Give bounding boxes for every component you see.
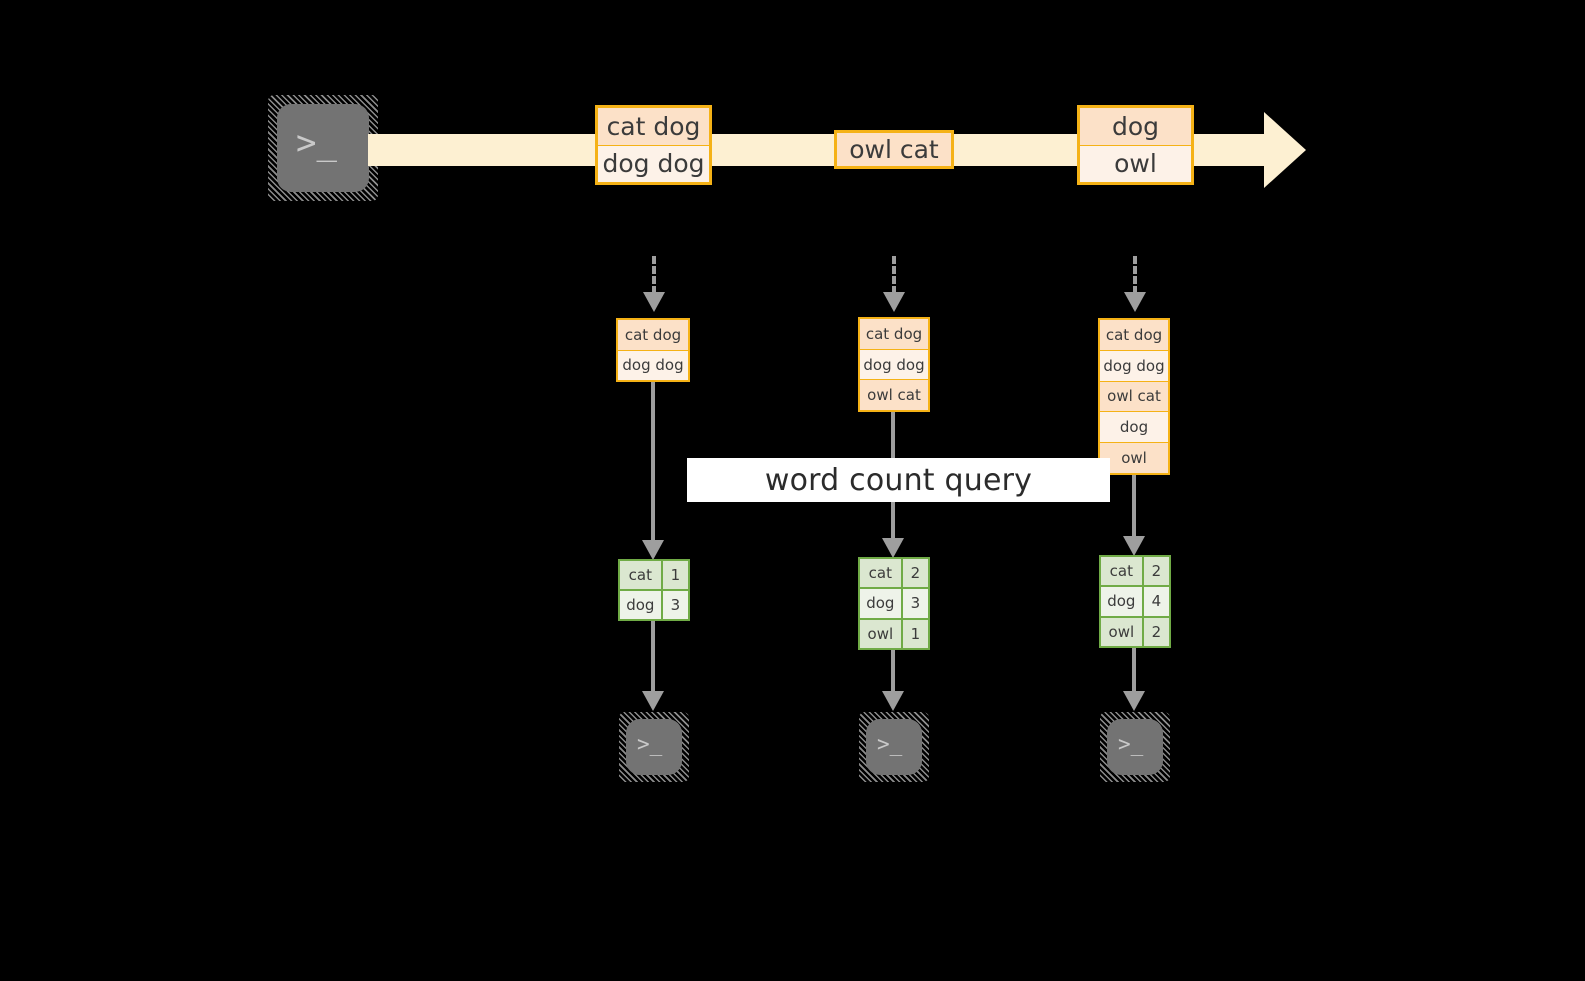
terminal-screen: >_ [1107,719,1163,775]
feed-connector-arrowhead-3 [1124,292,1146,312]
result-row: dog 3 [860,587,928,618]
stream-record-line: cat dog [598,108,709,145]
input-table-row: dog dog [618,349,688,380]
result-word: dog [620,591,661,619]
stream-record-line: dog [1080,108,1191,145]
query-connector-arrowhead-3 [1123,536,1145,556]
result-word: cat [1101,557,1142,586]
result-row: cat 2 [1101,557,1169,586]
result-count: 2 [1141,617,1169,646]
terminal-prompt-glyph: >_ [1118,732,1144,756]
result-word: cat [860,559,901,588]
sink-terminal-icon-3[interactable]: >_ [1100,712,1170,782]
stream-record-2[interactable]: owl cat [834,130,954,169]
sink-terminal-icon-2[interactable]: >_ [859,712,929,782]
input-table-row: dog dog [860,348,928,380]
result-word: dog [1101,587,1142,616]
query-banner-label: word count query [764,462,1033,498]
input-table-row: cat dog [860,319,928,349]
result-row: dog 3 [620,589,688,619]
result-word: dog [860,589,901,618]
result-table-3[interactable]: cat 2 dog 4 owl 2 [1099,555,1171,648]
result-count: 4 [1141,587,1169,616]
result-count: 3 [900,589,928,618]
sink-connector-arrowhead-3 [1123,691,1145,711]
input-table-row: owl cat [860,379,928,411]
input-table-2[interactable]: cat dog dog dog owl cat [858,317,930,412]
input-table-row: cat dog [1100,320,1168,350]
feed-connector-2 [892,256,896,294]
result-row: owl 1 [860,617,928,648]
feed-connector-3 [1133,256,1137,294]
sink-terminal-icon-1[interactable]: >_ [619,712,689,782]
sink-connector-2 [891,650,895,693]
input-table-3[interactable]: cat dog dog dog owl cat dog owl [1098,318,1170,475]
input-table-row: dog dog [1100,349,1168,381]
result-count: 2 [900,559,928,588]
stream-record-line: dog dog [598,144,709,182]
stream-record-line: owl cat [837,133,951,166]
input-table-row: owl [1100,442,1168,473]
sink-connector-1 [651,621,655,693]
sink-connector-3 [1132,648,1136,693]
terminal-prompt-glyph: >_ [877,732,903,756]
feed-connector-arrowhead-2 [883,292,905,312]
terminal-screen: >_ [866,719,922,775]
query-connector-3 [1132,475,1136,538]
query-connector-arrowhead-1 [642,540,664,560]
result-count: 1 [660,561,688,589]
terminal-screen: >_ [626,719,682,775]
feed-connector-arrowhead-1 [643,292,665,312]
terminal-screen: >_ [277,104,369,192]
stream-record-1[interactable]: cat dog dog dog [595,105,712,185]
result-row: dog 4 [1101,585,1169,616]
result-row: cat 1 [620,561,688,589]
result-row: owl 2 [1101,615,1169,646]
feed-connector-1 [652,256,656,294]
query-banner: word count query [687,458,1110,502]
result-table-2[interactable]: cat 2 dog 3 owl 1 [858,557,930,650]
result-word: owl [1101,617,1142,646]
query-connector-1 [651,382,655,542]
input-table-1[interactable]: cat dog dog dog [616,318,690,382]
sink-connector-arrowhead-1 [642,691,664,711]
result-count: 2 [1141,557,1169,586]
result-word: owl [860,619,901,648]
sink-connector-arrowhead-2 [882,691,904,711]
result-word: cat [620,561,661,589]
result-table-1[interactable]: cat 1 dog 3 [618,559,690,621]
stream-record-3[interactable]: dog owl [1077,105,1194,185]
input-table-row: cat dog [618,320,688,350]
terminal-prompt-glyph: >_ [296,123,337,163]
input-table-row: dog [1100,411,1168,443]
result-row: cat 2 [860,559,928,588]
stream-arrow-head [1264,112,1306,188]
query-connector-arrowhead-2 [882,538,904,558]
input-table-row: owl cat [1100,380,1168,412]
source-terminal-icon[interactable]: >_ [268,95,378,201]
stream-record-line: owl [1080,144,1191,182]
terminal-prompt-glyph: >_ [637,732,663,756]
result-count: 1 [900,619,928,648]
result-count: 3 [660,591,688,619]
